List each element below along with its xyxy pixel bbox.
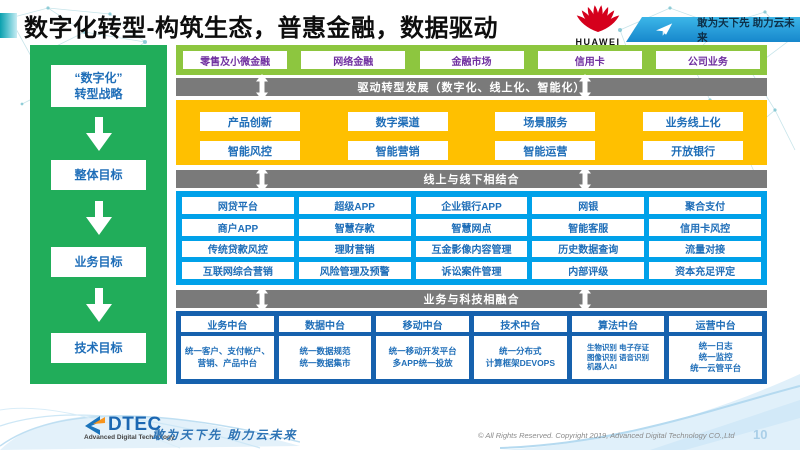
capability-box: 产品创新: [199, 112, 300, 131]
page-number: 10: [753, 427, 768, 442]
channel-box: 智慧网点: [415, 218, 528, 236]
capability-box: 智能营销: [347, 141, 448, 160]
platform-title-box: 数据中台: [278, 316, 372, 332]
footer-copyright: © All Rights Reserved. Copyright 2019, A…: [478, 431, 735, 440]
channel-box: 资本充足评定: [649, 262, 761, 279]
sidebar-box-strategy: “数字化” 转型战略: [51, 65, 146, 107]
huawei-wordmark: HUAWEI: [575, 37, 621, 47]
page-title: 数字化转型-构筑生态，普惠金融，数据驱动: [24, 15, 498, 42]
platform-detail-box: 统一移动开发平台 多APP统一投放: [376, 336, 469, 379]
huawei-flower-icon: [576, 5, 620, 32]
channel-box: 网银: [532, 197, 645, 214]
down-arrow-icon: [85, 201, 112, 235]
dtec-logo-icon: [85, 416, 105, 435]
slogan-ribbon: 敢为天下先 助力云未来: [626, 17, 800, 42]
paper-plane-icon: [656, 22, 673, 36]
down-arrow-icon: [85, 288, 112, 322]
banner-label: 业务与科技相融合: [423, 294, 520, 306]
business-line-box: 信用卡: [537, 51, 642, 69]
banner-label: 线上与线下相结合: [423, 174, 520, 186]
business-line-box: 零售及小微金融: [183, 51, 288, 69]
down-arrow-icon: [85, 117, 112, 151]
updown-arrow-icon: [579, 286, 591, 312]
channel-box: 风险管理及预警: [298, 262, 411, 279]
channel-section: 网贷平台 超级APP 企业银行APP 网银 聚合支付 商户APP 智慧存款 智慧…: [176, 191, 767, 285]
channel-box: 智慧存款: [298, 218, 411, 236]
platform-column: 业务中台 统一客户、支付帐户、营销、产品中台: [181, 316, 274, 379]
channel-box: 互金影像内容管理: [415, 240, 528, 258]
platform-title-box: 算法中台: [571, 316, 665, 332]
ribbon-slogan-text: 敢为天下先 助力云未来: [697, 16, 795, 44]
updown-arrow-icon: [256, 74, 268, 100]
banner-biz-tech: 业务与科技相融合: [176, 286, 767, 312]
platform-detail-box: 统一日志 统一监控 统一云管平台: [669, 336, 762, 379]
capability-box: 智能风控: [199, 141, 300, 160]
platform-section: 业务中台 统一客户、支付帐户、营销、产品中台 数据中台 统一数据规范 统一数据集…: [176, 311, 767, 384]
channel-box: 历史数据查询: [532, 240, 645, 258]
huawei-logo: HUAWEI: [572, 3, 624, 47]
channel-box: 聚合支付: [649, 197, 761, 214]
channel-box: 内部评级: [532, 262, 645, 279]
capability-box: 业务线上化: [643, 112, 744, 131]
channel-box: 智能客服: [532, 218, 645, 236]
sidebar-box-tech-goal: 技术目标: [51, 333, 146, 363]
updown-arrow-icon: [256, 166, 268, 192]
platform-title-box: 技术中台: [473, 316, 567, 332]
business-line-box: 金融市场: [419, 51, 524, 69]
platform-column: 移动中台 统一移动开发平台 多APP统一投放: [376, 316, 469, 379]
channel-box: 传统贷款风控: [182, 240, 294, 258]
banner-online-offline: 线上与线下相结合: [176, 166, 767, 192]
channel-box: 流量对接: [649, 240, 761, 258]
channel-box: 网贷平台: [182, 197, 294, 214]
platform-title-box: 运营中台: [669, 316, 762, 332]
footer-slogan: 敢为天下先 助力云未来: [152, 428, 298, 442]
platform-title-box: 业务中台: [181, 316, 274, 332]
platform-column: 运营中台 统一日志 统一监控 统一云管平台: [669, 316, 762, 379]
platform-detail-box: 生物识别 电子存证 图像识别 语音识别 机器人AI: [571, 336, 665, 379]
title-accent-bar: [0, 13, 17, 38]
business-line-row: 零售及小微金融 网络金融 金融市场 信用卡 公司业务: [176, 45, 767, 75]
capability-box: 智能运营: [495, 141, 596, 160]
capability-box: 场景服务: [495, 112, 596, 131]
platform-detail-box: 统一数据规范 统一数据集市: [278, 336, 372, 379]
sidebar-box-business-goal: 业务目标: [51, 247, 146, 277]
capability-box: 开放银行: [643, 141, 744, 160]
capability-box: 数字渠道: [347, 112, 448, 131]
banner-label: 驱动转型发展（数字化、线上化、智能化）: [357, 82, 586, 94]
channel-box: 商户APP: [182, 218, 294, 236]
sidebar-box-overall-goal: 整体目标: [51, 160, 146, 190]
strategy-sidebar: “数字化” 转型战略 整体目标 业务目标 技术目标: [30, 45, 167, 384]
platform-detail-box: 统一客户、支付帐户、营销、产品中台: [181, 336, 274, 379]
business-line-box: 网络金融: [301, 51, 406, 69]
channel-box: 超级APP: [298, 197, 411, 214]
banner-drive: 驱动转型发展（数字化、线上化、智能化）: [176, 74, 767, 100]
updown-arrow-icon: [256, 286, 268, 312]
channel-box: 互联网综合营销: [182, 262, 294, 279]
capability-section: 产品创新 数字渠道 场景服务 业务线上化 智能风控 智能营销 智能运营 开放银行: [176, 100, 767, 165]
business-line-box: 公司业务: [655, 51, 760, 69]
platform-title-box: 移动中台: [376, 316, 469, 332]
channel-box: 诉讼案件管理: [415, 262, 528, 279]
platform-detail-box: 统一分布式 计算框架DEVOPS: [473, 336, 567, 379]
channel-box: 理财营销: [298, 240, 411, 258]
platform-column: 算法中台 生物识别 电子存证 图像识别 语音识别 机器人AI: [571, 316, 665, 379]
platform-column: 技术中台 统一分布式 计算框架DEVOPS: [473, 316, 567, 379]
updown-arrow-icon: [579, 74, 591, 100]
platform-column: 数据中台 统一数据规范 统一数据集市: [278, 316, 372, 379]
channel-box: 信用卡风控: [649, 218, 761, 236]
channel-box: 企业银行APP: [415, 197, 528, 214]
updown-arrow-icon: [579, 166, 591, 192]
